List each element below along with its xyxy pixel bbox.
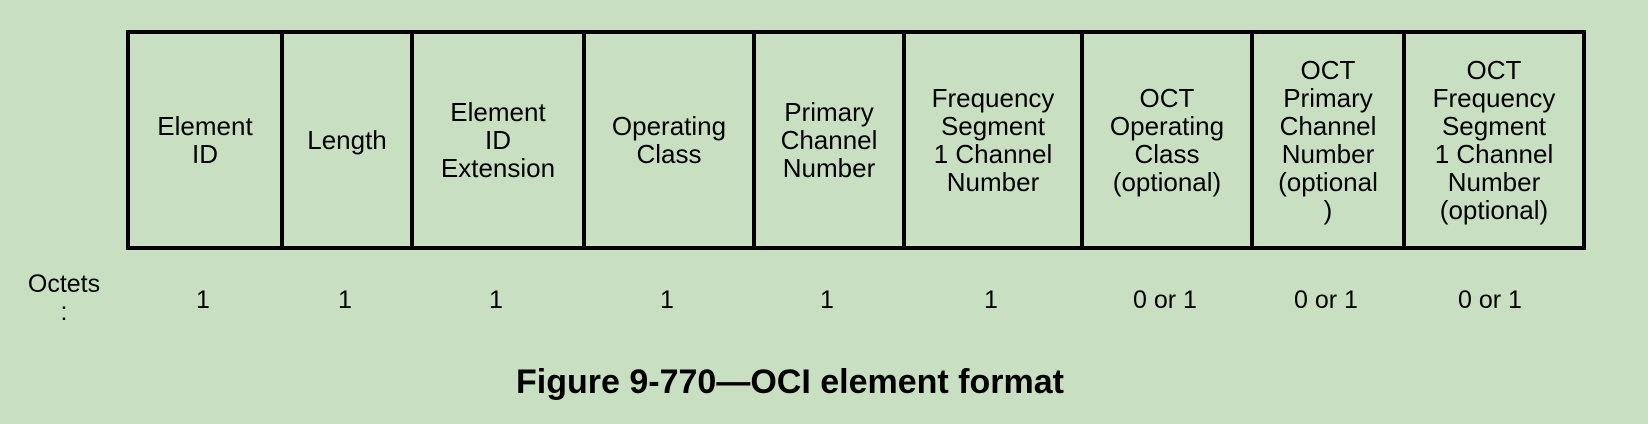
octets-row: 1 1 1 1 1 1 0 or 1 0 or 1 0 or 1 [126, 285, 1578, 315]
octets-label: Octets : [27, 270, 101, 326]
field-operating-class: Operating Class [586, 34, 756, 246]
octet-oct-primary-channel-number: 0 or 1 [1294, 286, 1358, 314]
field-primary-channel-number: Primary Channel Number [756, 34, 906, 246]
field-oct-operating-class: OCT Operating Class (optional) [1084, 34, 1254, 246]
octet-frequency-segment-1-channel-number: 1 [984, 286, 998, 314]
field-length: Length [284, 34, 414, 246]
octet-oct-frequency-segment-1-channel-number: 0 or 1 [1458, 286, 1522, 314]
octet-operating-class: 1 [660, 286, 674, 314]
field-oct-frequency-segment-1-channel-number: OCT Frequency Segment 1 Channel Number (… [1432, 55, 1556, 225]
octet-primary-channel-number: 1 [820, 286, 834, 314]
field-frequency-segment-1-channel-number: Frequency Segment 1 Channel Number [906, 34, 1084, 246]
octet-oct-operating-class: 0 or 1 [1133, 286, 1197, 314]
field-oct-primary-channel-number: OCT Primary Channel Number (optional ) [1254, 34, 1406, 246]
octet-length: 1 [338, 286, 352, 314]
field-element-id-extension: Element ID Extension [414, 34, 586, 246]
element-format-diagram: Element ID Length Element ID Extension O… [126, 30, 1586, 250]
octet-element-id: 1 [196, 286, 210, 314]
field-element-id: Element ID [130, 34, 284, 246]
figure-caption: Figure 9-770—OCI element format [516, 363, 1064, 401]
octet-element-id-extension: 1 [489, 286, 503, 314]
